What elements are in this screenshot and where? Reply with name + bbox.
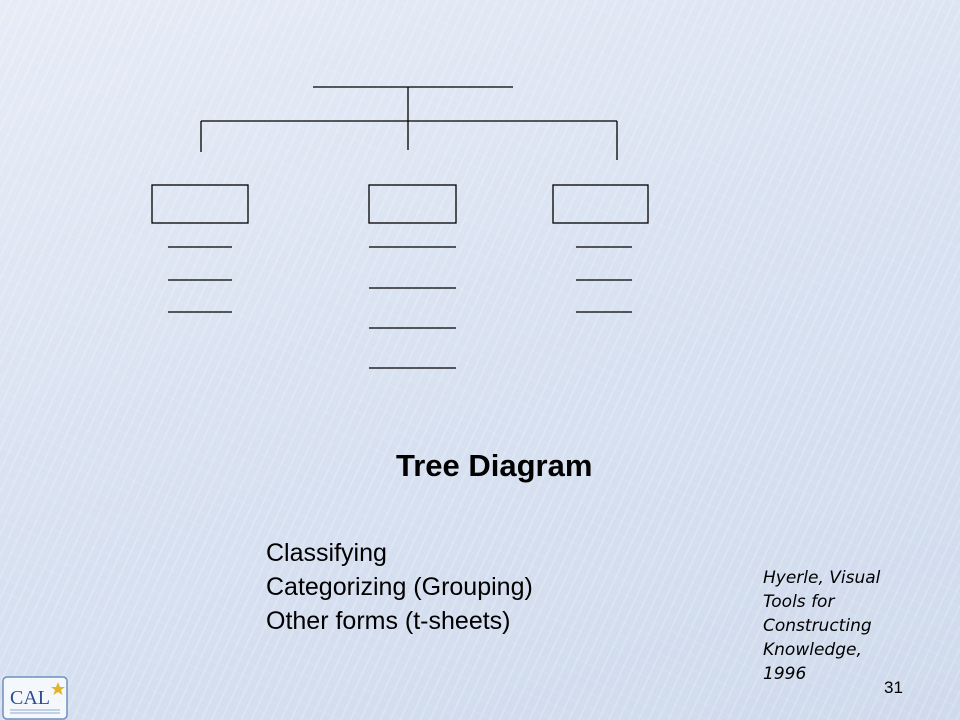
citation: Hyerle, Visual Tools for Constructing Kn… [763,566,923,686]
uses-list: Classifying Categorizing (Grouping) Othe… [266,536,533,638]
cal-logo: CAL [2,676,68,720]
citation-line: Knowledge, [763,640,862,660]
svg-text:CAL: CAL [10,687,50,709]
slide-title: Tree Diagram [396,448,593,483]
citation-line: Hyerle, Visual [763,568,881,588]
page-number: 31 [884,678,903,697]
citation-line: Tools for [763,592,835,612]
citation-line: 1996 [763,664,807,684]
tree-diagram [151,86,649,369]
star-icon [51,682,65,695]
uses-item: Categorizing (Grouping) [266,573,533,601]
citation-line: Constructing [763,616,872,636]
category-box-left [151,184,249,224]
category-box-right [552,184,649,224]
uses-item: Classifying [266,539,387,567]
uses-item: Other forms (t-sheets) [266,607,511,635]
category-box-middle [368,184,457,224]
